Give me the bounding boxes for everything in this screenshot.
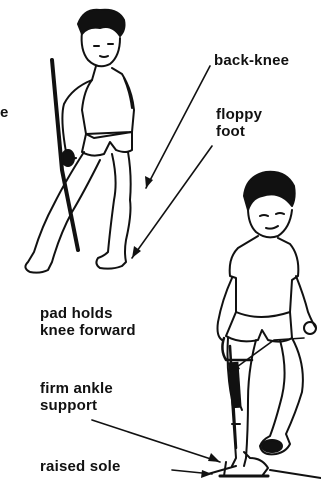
boy2-head: [248, 208, 292, 237]
arrow-back-knee: [146, 66, 210, 188]
boy1-right-leg: [96, 152, 130, 269]
label-firm-ankle-line2: support: [40, 397, 113, 414]
pointer-arrows: [92, 66, 304, 474]
boy2-hair: [244, 172, 295, 210]
boy2-shirt: [230, 236, 299, 317]
label-back-knee: back-knee: [214, 52, 289, 69]
label-firm-ankle-line1: firm ankle: [40, 380, 113, 397]
label-raised-sole: raised sole: [40, 458, 121, 475]
boy-with-brace-figure: [208, 172, 321, 478]
label-pad-holds-line2: knee forward: [40, 322, 136, 339]
arrow-floppy-foot: [132, 146, 212, 258]
boy1-torso: [82, 66, 134, 138]
label-pad-holds: pad holds knee forward: [40, 305, 136, 339]
boy1-hand: [62, 150, 74, 166]
label-floppy-foot: floppy foot: [216, 106, 262, 140]
label-floppy-foot-line2: foot: [216, 123, 262, 140]
cut-off-letter: e: [0, 104, 9, 121]
label-firm-ankle: firm ankle support: [40, 380, 113, 414]
boy1-head: [82, 32, 120, 66]
boy1-arm: [62, 80, 92, 158]
label-floppy-foot-line1: floppy: [216, 106, 262, 123]
boy2-other-leg: [260, 338, 303, 454]
boy1-hair: [78, 10, 125, 36]
arrow-firm-ankle: [92, 420, 220, 462]
boy-with-stick-figure: [25, 10, 134, 273]
label-pad-holds-line1: pad holds: [40, 305, 136, 322]
arrow-pad-holds: [230, 338, 304, 372]
